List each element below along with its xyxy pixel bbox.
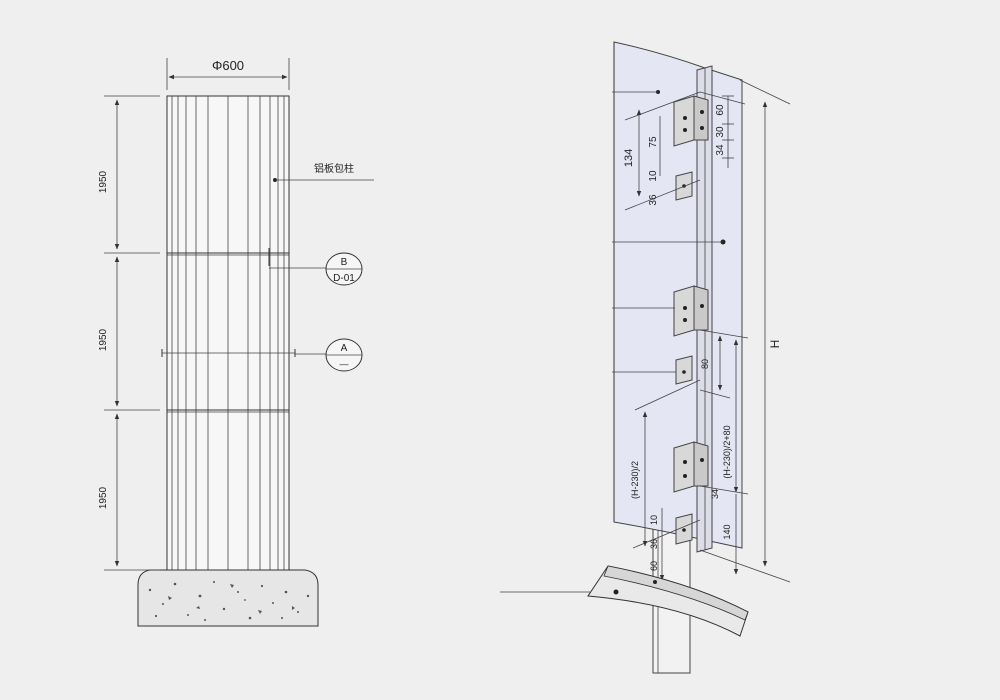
base-bolt-dot <box>613 589 619 595</box>
segment-dim-2: 1950 <box>98 328 109 351</box>
dim-mid-80: 80 <box>700 359 710 369</box>
dim-bottom-36: 36 <box>649 539 659 549</box>
dim-right-60: 60 <box>715 104 726 116</box>
right-isometric-detail: H 60 30 34 134 75 10 36 80 (H-230)/2 (H-… <box>500 41 791 674</box>
dim-right-30: 30 <box>715 126 726 138</box>
dim-left-36: 36 <box>648 194 659 206</box>
callout-b-top: B <box>341 257 348 268</box>
material-label: 铝板包柱 <box>314 162 354 175</box>
bolt-dots <box>656 90 726 532</box>
extension-lines <box>624 79 791 583</box>
bracket-group <box>673 95 709 545</box>
concrete-speckles <box>148 581 310 621</box>
dim-lower-right: (H-230)/2+80 <box>722 425 732 478</box>
dim-right-34: 34 <box>715 144 726 156</box>
dim-bottom-60: 60 <box>649 561 659 571</box>
segment-dim-3: 1950 <box>98 486 109 509</box>
dim-bottom-10: 10 <box>649 515 659 525</box>
diameter-label: Φ600 <box>212 58 244 73</box>
dim-bottom-140: 140 <box>722 524 732 539</box>
dim-bottom-34: 34 <box>710 489 720 499</box>
callout-a-top: A <box>341 343 348 354</box>
segment-dimensions <box>104 95 160 571</box>
leader-lines <box>500 91 723 593</box>
column-fluting <box>171 96 285 570</box>
height-label: H <box>768 340 782 349</box>
concrete-base <box>137 569 319 627</box>
left-column-elevation: Φ600 1950 1950 1950 铝板包柱 B D-01 A — <box>98 58 374 627</box>
dim-lower-left: (H-230)/2 <box>630 461 640 499</box>
callout-a-bottom: — <box>340 359 349 369</box>
bracket-4 <box>675 355 693 385</box>
callout-b-bottom: D-01 <box>333 273 355 284</box>
dim-left-75: 75 <box>648 136 659 148</box>
bracket-3 <box>673 285 695 337</box>
bracket-5 <box>673 441 695 493</box>
dim-left-134: 134 <box>623 149 635 167</box>
segment-dim-1: 1950 <box>98 170 109 193</box>
dim-left-10: 10 <box>648 170 659 182</box>
bracket-1 <box>673 95 695 147</box>
